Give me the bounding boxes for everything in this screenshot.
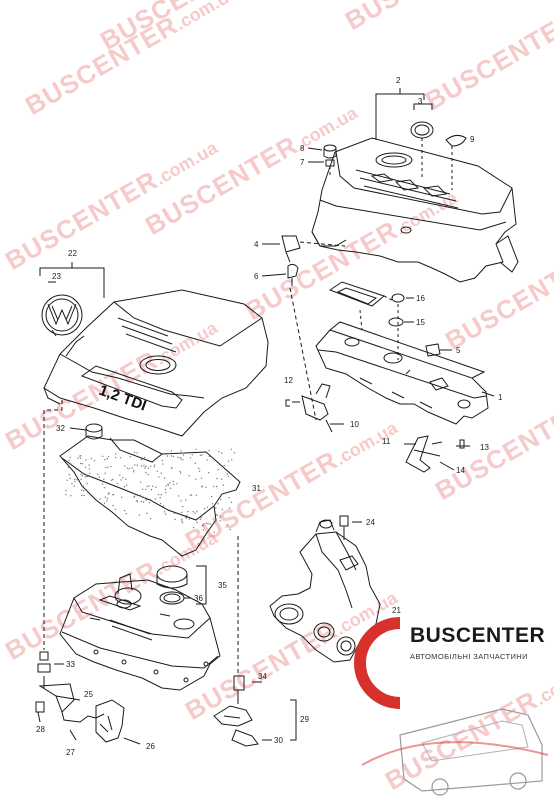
callout-6: 6 (254, 272, 259, 281)
callout-13: 13 (480, 443, 489, 452)
callout-7: 7 (300, 158, 305, 167)
callout-26: 26 (146, 742, 155, 751)
engine-cover-top-right (311, 137, 519, 283)
insulation-mat (59, 435, 241, 557)
callout-30: 30 (274, 736, 283, 745)
callout-24: 24 (366, 518, 375, 527)
callout-11: 11 (382, 437, 391, 446)
callout-28: 28 (36, 725, 45, 734)
callout-9: 9 (470, 135, 475, 144)
callout-15: 15 (416, 318, 425, 327)
engine-cover-left (43, 289, 269, 437)
callout-10: 10 (350, 420, 359, 429)
callout-22: 22 (68, 249, 77, 258)
bus-icon (399, 708, 543, 792)
callout-34: 34 (258, 672, 267, 681)
callout-27: 27 (66, 748, 75, 757)
callout-1: 1 (498, 393, 503, 402)
callout-21: 21 (392, 606, 401, 615)
callout-23: 23 (52, 272, 61, 281)
callout-16: 16 (416, 294, 425, 303)
callout-31: 31 (252, 484, 261, 493)
engine-cover-marking: 1,2 TDI (97, 382, 149, 415)
callout-36: 36 (194, 594, 203, 603)
logo-subtitle: АВТОМОБІЛЬНІ ЗАПЧАСТИНИ (410, 652, 528, 661)
intake-manifold (269, 519, 381, 663)
callout-25: 25 (84, 690, 93, 699)
callout-4: 4 (254, 240, 259, 249)
callout-3: 3 (418, 97, 423, 106)
valve-cover-left (59, 573, 221, 691)
mat-texture (65, 448, 236, 533)
callout-2: 2 (396, 76, 401, 85)
callout-14: 14 (456, 466, 465, 475)
callout-33: 33 (66, 660, 75, 669)
callout-35: 35 (218, 581, 227, 590)
callout-5: 5 (456, 346, 461, 355)
callout-32: 32 (56, 424, 65, 433)
logo-name: BUSCENTER (410, 624, 546, 647)
callout-8: 8 (300, 144, 305, 153)
valve-cover-right (315, 321, 489, 425)
logo-arc-icon (354, 617, 401, 709)
buscenter-logo (354, 617, 549, 796)
callout-29: 29 (300, 715, 309, 724)
callout-12: 12 (284, 376, 293, 385)
